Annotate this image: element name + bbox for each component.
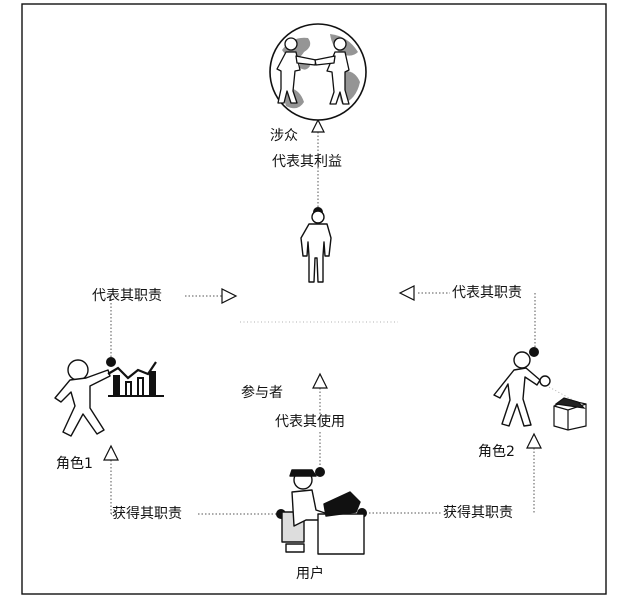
label-gain-duty-left: 获得其职责 xyxy=(112,506,182,522)
dot-user-head xyxy=(315,467,325,477)
dot-inspector xyxy=(529,347,539,357)
arrow-right-duty xyxy=(221,288,238,304)
label-represent-interest: 代表其利益 xyxy=(272,154,342,170)
presenter-chart-icon xyxy=(54,359,164,437)
label-represent-use: 代表其使用 xyxy=(275,414,345,430)
label-stakeholders: 涉众 xyxy=(270,128,298,144)
arrow-up-role2 xyxy=(526,432,542,449)
label-role2: 角色2 xyxy=(478,444,515,460)
diagram-frame xyxy=(21,3,607,595)
actor-figure-icon xyxy=(300,210,332,283)
label-represent-duty-right: 代表其职责 xyxy=(452,285,522,301)
arrow-up-actor xyxy=(312,372,328,389)
arrow-up-stakeholder xyxy=(311,118,325,133)
arrowheads xyxy=(103,118,542,461)
label-user: 用户 xyxy=(296,566,324,582)
label-gain-duty-right: 获得其职责 xyxy=(443,505,513,521)
connectors xyxy=(110,132,536,515)
label-role1: 角色1 xyxy=(56,456,93,472)
arrow-up-role1 xyxy=(103,444,119,461)
box-icon xyxy=(553,397,587,431)
dot-presenter xyxy=(106,357,116,367)
inspector-magnifier-icon xyxy=(493,351,587,431)
globe-handshake-icon xyxy=(269,23,367,121)
arrow-left-duty xyxy=(398,285,415,301)
label-actor: 参与者 xyxy=(241,385,283,401)
label-represent-duty-left: 代表其职责 xyxy=(92,288,162,304)
user-at-desk-icon xyxy=(281,469,365,555)
